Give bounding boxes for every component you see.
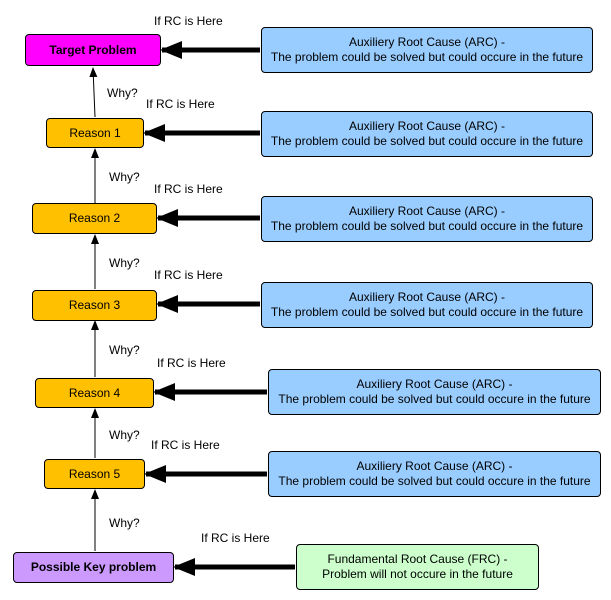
arc-box-3: Auxiliery Root Cause (ARC) - The problem… — [261, 196, 593, 242]
why-label-1: Why? — [107, 86, 138, 100]
why-label-6: Why? — [109, 516, 140, 530]
arc-description: The problem could be solved but could oc… — [270, 219, 584, 233]
target-problem-box: Target Problem — [25, 34, 161, 66]
why-label-3: Why? — [109, 256, 140, 270]
reason-3-box: Reason 3 — [32, 290, 157, 321]
why-label-4: Why? — [109, 343, 140, 357]
possible-key-problem-box: Possible Key problem — [13, 552, 174, 583]
if-rc-label-2: If RC is Here — [146, 97, 215, 111]
arc-title: Auxiliery Root Cause (ARC) - — [356, 459, 513, 473]
arc-description: The problem could be solved but could oc… — [270, 50, 584, 64]
arc-description: The problem could be solved but could oc… — [270, 305, 584, 319]
frc-box: Fundamental Root Cause (FRC) - Problem w… — [296, 544, 539, 590]
arc-title: Auxiliery Root Cause (ARC) - — [356, 377, 513, 391]
if-rc-label-6: If RC is Here — [151, 438, 220, 452]
if-rc-label-3: If RC is Here — [154, 182, 223, 196]
reason-1-box: Reason 1 — [46, 118, 144, 148]
reason-2-box: Reason 2 — [32, 203, 157, 234]
why-label-2: Why? — [109, 170, 140, 184]
arc-box-5: Auxiliery Root Cause (ARC) - The problem… — [268, 369, 601, 415]
arc-box-6: Auxiliery Root Cause (ARC) - The problem… — [268, 451, 601, 497]
if-rc-label-1: If RC is Here — [154, 14, 223, 28]
arc-title: Auxiliery Root Cause (ARC) - — [348, 35, 506, 49]
arc-box-4: Auxiliery Root Cause (ARC) - The problem… — [261, 282, 593, 328]
why-arrow-1 — [89, 67, 98, 118]
arc-title: Auxiliery Root Cause (ARC) - — [348, 290, 506, 304]
arc-box-1: Auxiliery Root Cause (ARC) - The problem… — [261, 27, 593, 73]
frc-title: Fundamental Root Cause (FRC) - — [327, 552, 508, 566]
if-rc-label-5: If RC is Here — [157, 356, 226, 370]
arc-title: Auxiliery Root Cause (ARC) - — [348, 204, 506, 218]
arc-title: Auxiliery Root Cause (ARC) - — [348, 119, 506, 133]
if-rc-label-4: If RC is Here — [154, 268, 223, 282]
if-rc-label-7: If RC is Here — [201, 531, 270, 545]
arc-description: The problem could be solved but could oc… — [278, 392, 591, 406]
reason-4-box: Reason 4 — [35, 378, 154, 408]
arc-description: The problem could be solved but could oc… — [270, 134, 584, 148]
arc-description: The problem could be solved but could oc… — [278, 474, 591, 488]
arc-box-2: Auxiliery Root Cause (ARC) - The problem… — [261, 111, 593, 157]
why-label-5: Why? — [109, 428, 140, 442]
frc-description: Problem will not occure in the future — [322, 567, 513, 581]
reason-5-box: Reason 5 — [44, 459, 145, 489]
